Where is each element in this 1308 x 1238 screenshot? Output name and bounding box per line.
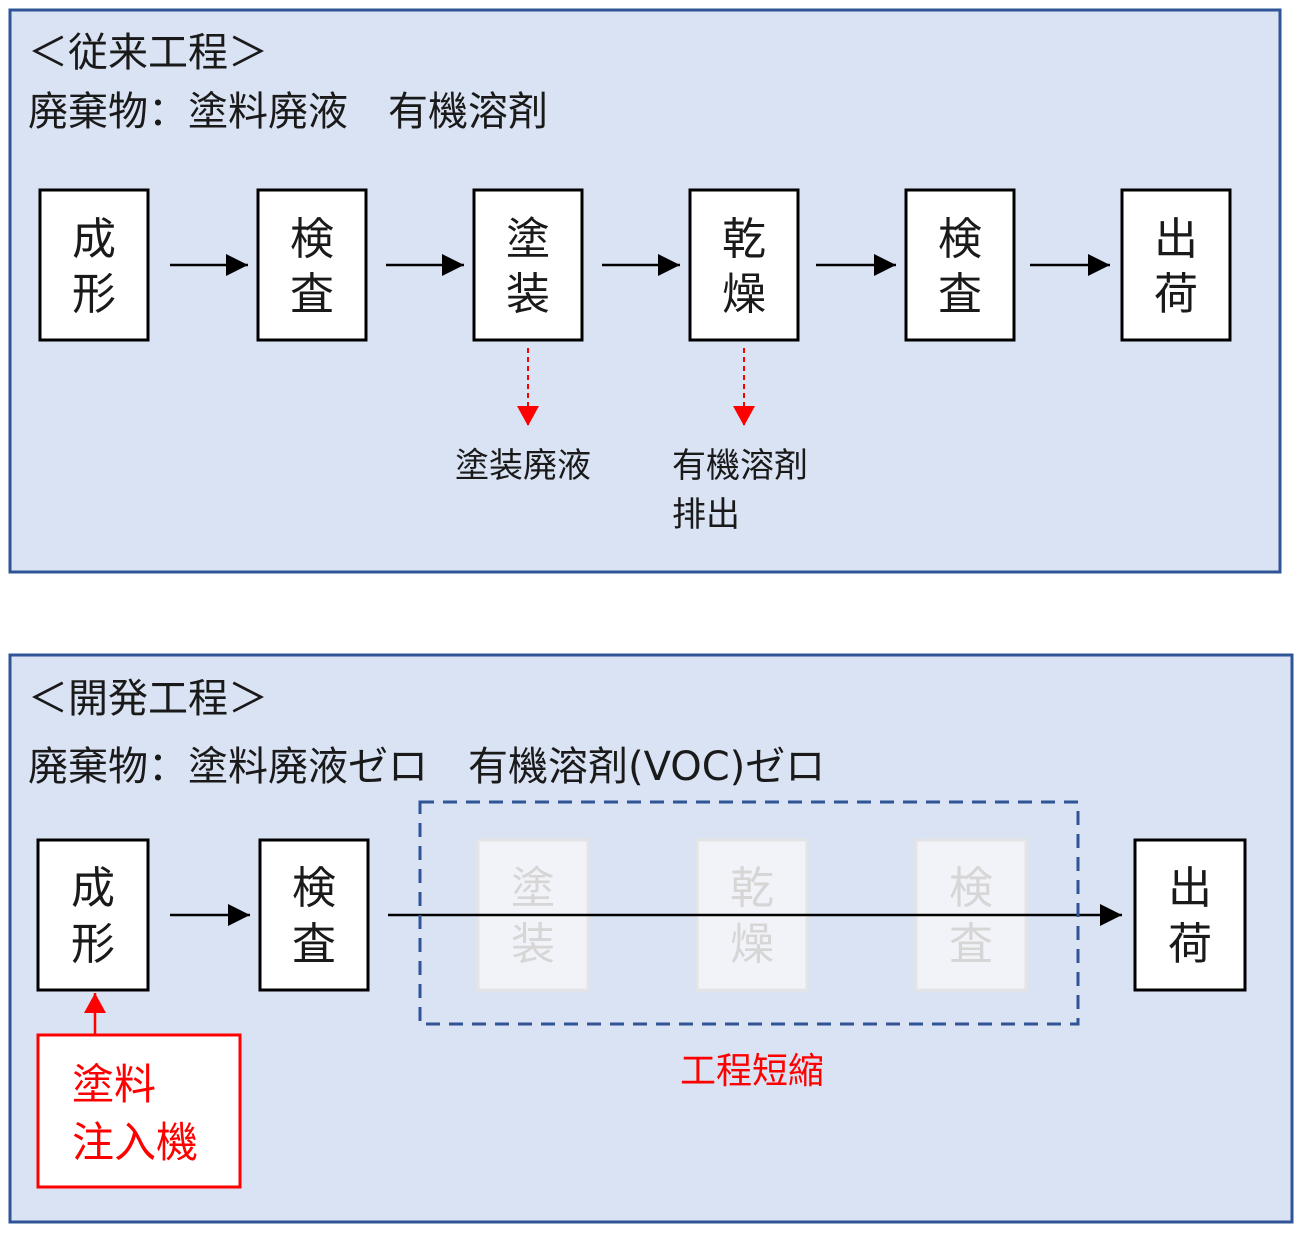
step-char: 装	[506, 269, 550, 320]
conventional-waste-summary: 廃棄物：塗料廃液 有機溶剤	[28, 89, 548, 135]
conventional-process-panel: ＜従来工程＞ 廃棄物：塗料廃液 有機溶剤 成 形 検 査 塗 装 乾 燥 検 査	[8, 8, 1282, 574]
developed-step-molding: 成 形	[36, 838, 150, 992]
step-char: 形	[71, 919, 115, 970]
developed-step-shipping: 出 荷	[1133, 838, 1247, 992]
step-char: 荷	[1154, 269, 1198, 320]
step-char: 査	[292, 919, 336, 970]
step-box	[1133, 838, 1247, 992]
injector-label-line1: 塗料	[72, 1060, 156, 1109]
conventional-step-coating: 塗 装	[472, 188, 584, 342]
developed-title: ＜開発工程＞	[28, 676, 268, 722]
conventional-panel-background	[8, 8, 1282, 574]
step-char: 査	[290, 269, 334, 320]
process-shortening-label: 工程短縮	[680, 1051, 824, 1092]
step-box	[688, 188, 800, 342]
injector-box	[36, 1033, 242, 1189]
conventional-step-inspection-1: 検 査	[256, 188, 368, 342]
step-char: 成	[71, 863, 115, 914]
step-char: 査	[938, 269, 982, 320]
step-char: 検	[292, 863, 336, 914]
step-box	[36, 838, 150, 992]
step-char: 荷	[1168, 919, 1212, 970]
conventional-step-molding: 成 形	[38, 188, 150, 342]
solvent-emission-label-line2: 排出	[672, 495, 740, 535]
faded-step-char: 検	[949, 863, 993, 914]
step-box	[1120, 188, 1232, 342]
process-shortening-frame	[418, 800, 1080, 1026]
developed-process-panel: ＜開発工程＞ 廃棄物：塗料廃液ゼロ 有機溶剤(VOC)ゼロ 塗 装 乾 燥 検 …	[8, 653, 1294, 1224]
conventional-step-shipping: 出 荷	[1120, 188, 1232, 342]
step-box	[38, 188, 150, 342]
step-box	[258, 838, 370, 992]
faded-step-char: 乾	[730, 863, 774, 914]
step-char: 乾	[722, 214, 766, 265]
step-char: 出	[1154, 214, 1198, 265]
faded-step-char: 塗	[511, 863, 555, 914]
conventional-step-drying: 乾 燥	[688, 188, 800, 342]
solvent-emission-label-line1: 有機溶剤	[672, 446, 808, 486]
developed-step-inspection: 検 査	[258, 838, 370, 992]
step-char: 成	[72, 214, 116, 265]
step-char: 出	[1168, 863, 1212, 914]
conventional-title: ＜従来工程＞	[28, 30, 268, 76]
step-box	[472, 188, 584, 342]
step-char: 検	[938, 214, 982, 265]
conventional-step-inspection-2: 検 査	[904, 188, 1016, 342]
faded-step-char: 装	[511, 919, 555, 970]
injector-label-line2: 注入機	[72, 1118, 198, 1167]
step-box	[256, 188, 368, 342]
step-char: 形	[72, 269, 116, 320]
step-char: 塗	[506, 214, 550, 265]
coating-waste-label: 塗装廃液	[455, 446, 591, 486]
paint-injector: 塗料 注入機	[36, 1033, 242, 1189]
faded-step-char: 査	[949, 919, 993, 970]
step-char: 燥	[722, 269, 766, 320]
developed-waste-summary: 廃棄物：塗料廃液ゼロ 有機溶剤(VOC)ゼロ	[28, 744, 825, 790]
step-box	[904, 188, 1016, 342]
faded-step-char: 燥	[730, 919, 774, 970]
step-char: 検	[290, 214, 334, 265]
